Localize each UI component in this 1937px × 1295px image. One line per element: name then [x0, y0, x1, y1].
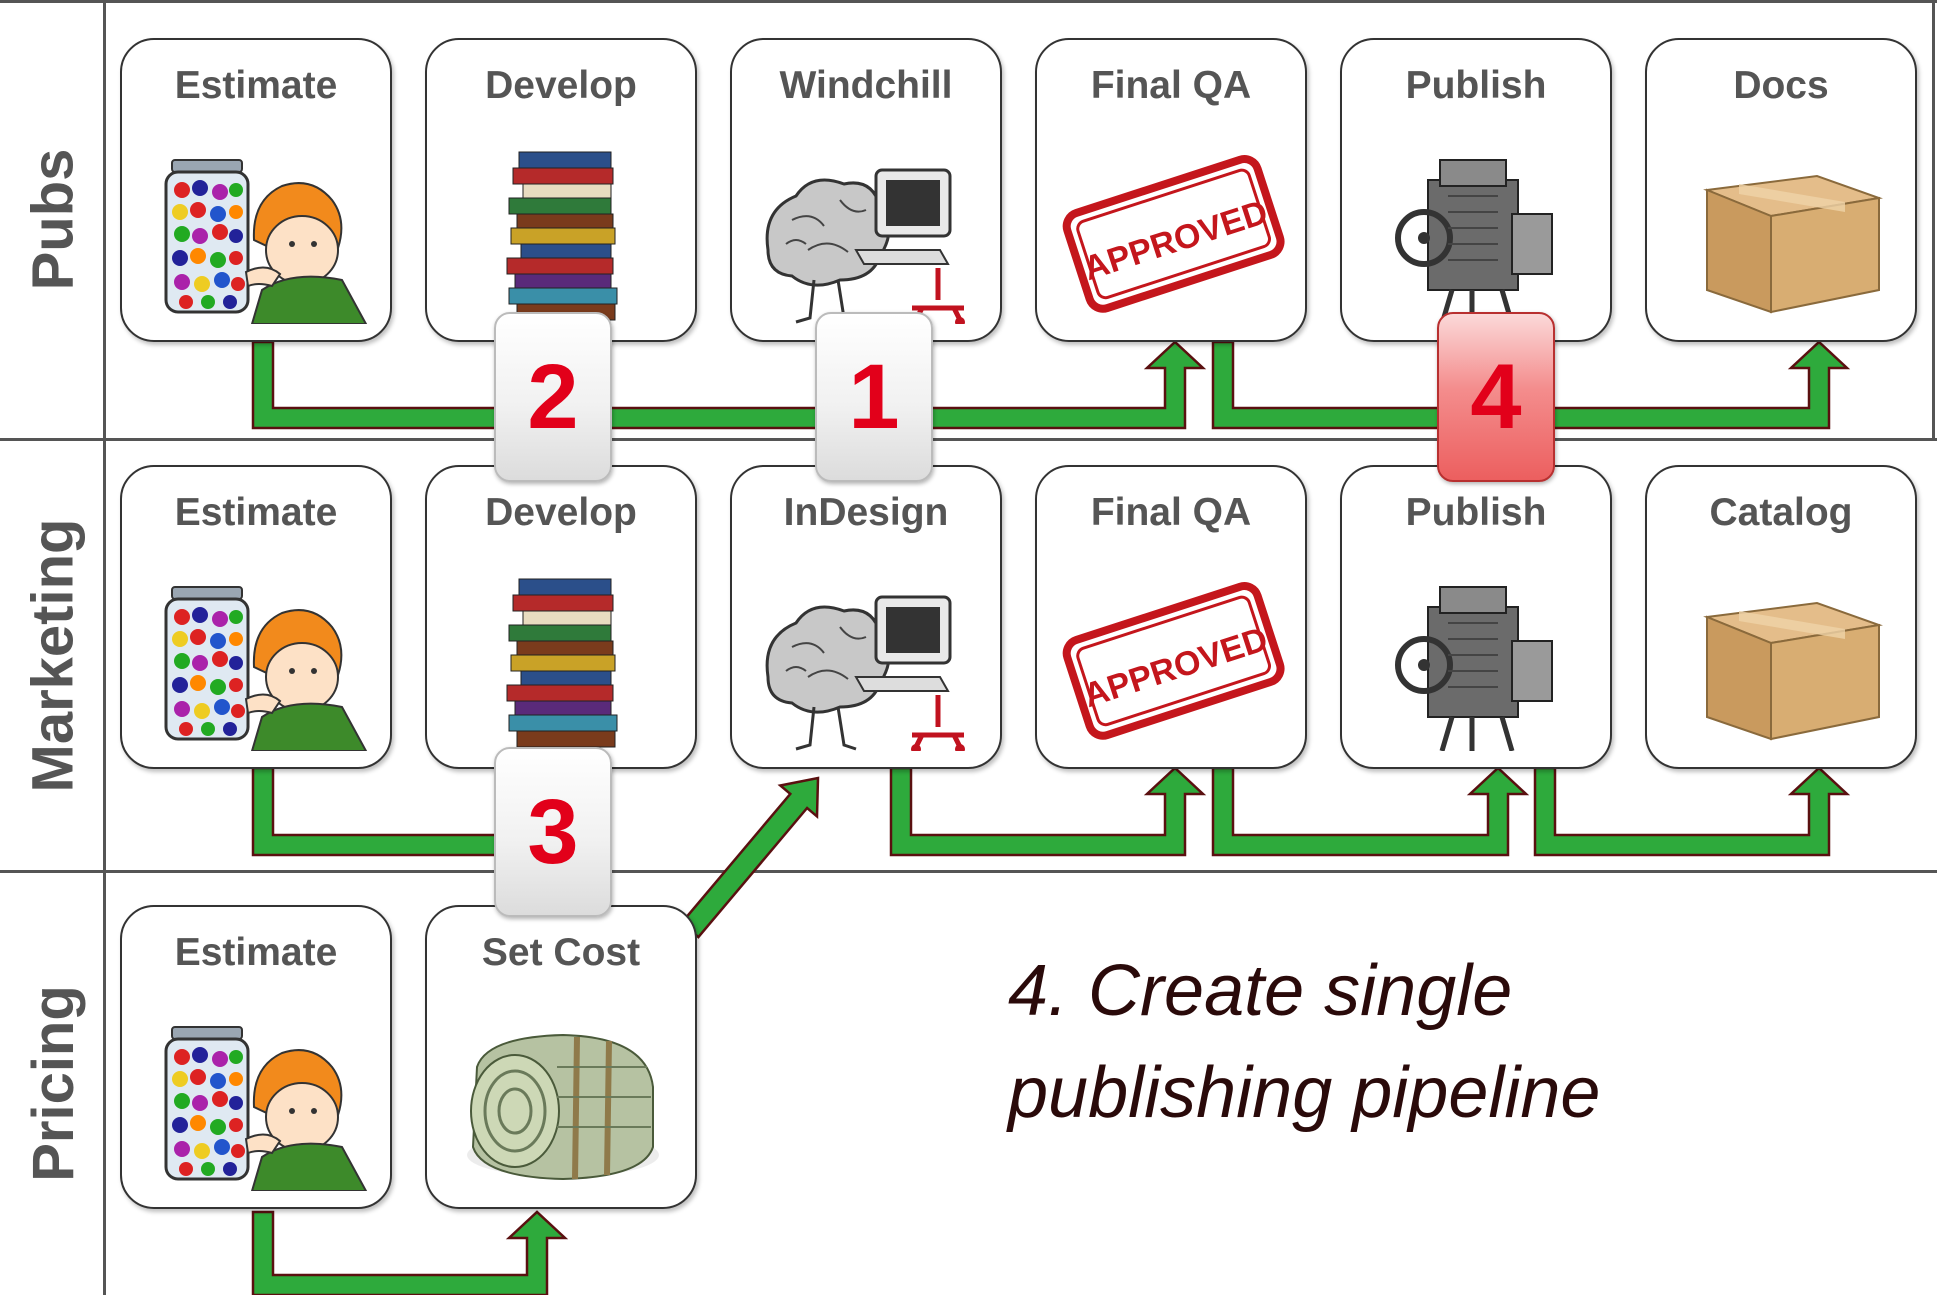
marketing-step-catalog-title: Catalog	[1709, 491, 1853, 534]
pubs-step-estimate-title: Estimate	[174, 64, 338, 107]
pubs-step-final-qa: Final QA	[1035, 38, 1307, 342]
marker-4-number: 4	[1470, 345, 1522, 448]
pubs-step-develop-title: Develop	[485, 64, 637, 107]
marketing-step-final-qa: Final QA	[1035, 465, 1307, 769]
marketing-step-indesign: InDesign	[730, 465, 1002, 769]
marketing-step-final-qa-title: Final QA	[1090, 491, 1252, 534]
brain-computer-icon	[752, 567, 984, 751]
pubs-step-publish-title: Publish	[1405, 64, 1547, 107]
estimator-jar-icon	[164, 585, 368, 751]
pubs-step-estimate: Estimate	[120, 38, 392, 342]
pricing-step-estimate: Estimate	[120, 905, 392, 1209]
pubs-step-publish: Publish	[1340, 38, 1612, 342]
caption-line-2: publishing pipeline	[1008, 1053, 1601, 1133]
pubs-step-develop: Develop	[425, 38, 697, 342]
marketing-step-catalog: Catalog	[1645, 465, 1917, 769]
pubs-arrow-estimate-to-final-qa	[251, 340, 1207, 430]
printing-press-icon	[1362, 140, 1594, 324]
money-roll-icon	[447, 1007, 679, 1191]
book-stack-icon	[506, 151, 618, 321]
pricing-step-set-cost-title: Set Cost	[481, 931, 641, 974]
printing-press-icon	[1362, 567, 1594, 751]
estimator-jar-icon	[164, 158, 368, 324]
marketing-step-publish: Publish	[1340, 465, 1612, 769]
pubs-step-docs-title: Docs	[1733, 64, 1829, 107]
marketing-arrow-indesign-to-final-qa	[889, 766, 1207, 857]
pubs-step-windchill: Windchill	[730, 38, 1002, 342]
marketing-step-develop: Develop	[425, 465, 697, 769]
pricing-arrow-set-cost-to-indesign	[679, 776, 820, 939]
caption-line-1: 4. Create single	[1008, 951, 1513, 1031]
pubs-step-final-qa-title: Final QA	[1090, 64, 1252, 107]
marker-2-number: 2	[527, 345, 579, 448]
top-border	[0, 0, 1937, 3]
brain-computer-icon	[752, 140, 984, 324]
marketing-step-indesign-title: InDesign	[783, 491, 949, 534]
approved-stamp-icon	[1057, 567, 1289, 751]
marker-3-number: 3	[527, 780, 579, 883]
cardboard-box-icon	[1706, 602, 1880, 740]
cardboard-box-icon	[1706, 175, 1880, 313]
marker-4: 4	[1437, 312, 1555, 482]
marketing-step-publish-title: Publish	[1405, 491, 1547, 534]
marker-1-number: 1	[848, 345, 900, 448]
pricing-step-set-cost: Set Cost	[425, 905, 697, 1209]
arrow-group	[251, 340, 1851, 1295]
caption: 4. Create single publishing pipeline	[1008, 940, 1808, 1144]
marketing-arrow-publish-to-catalog	[1533, 766, 1851, 857]
approved-stamp-icon	[1057, 140, 1289, 324]
marker-3: 3	[494, 747, 612, 917]
lane-divider-pubs-marketing	[0, 438, 1937, 441]
lane-label-column-border	[103, 0, 106, 1295]
marketing-step-estimate: Estimate	[120, 465, 392, 769]
marker-1: 1	[815, 312, 933, 482]
lane-divider-marketing-pricing	[0, 870, 1937, 873]
pubs-step-docs: Docs	[1645, 38, 1917, 342]
pubs-step-windchill-title: Windchill	[779, 64, 953, 107]
pricing-arrow-estimate-to-set-cost	[251, 1210, 569, 1295]
pricing-step-estimate-title: Estimate	[174, 931, 338, 974]
marketing-step-estimate-title: Estimate	[174, 491, 338, 534]
marketing-arrow-final-qa-to-publish	[1211, 766, 1530, 857]
right-border	[1932, 0, 1935, 440]
marker-2: 2	[494, 312, 612, 482]
book-stack-icon	[506, 578, 618, 748]
estimator-jar-icon	[164, 1025, 368, 1191]
marketing-step-develop-title: Develop	[485, 491, 637, 534]
